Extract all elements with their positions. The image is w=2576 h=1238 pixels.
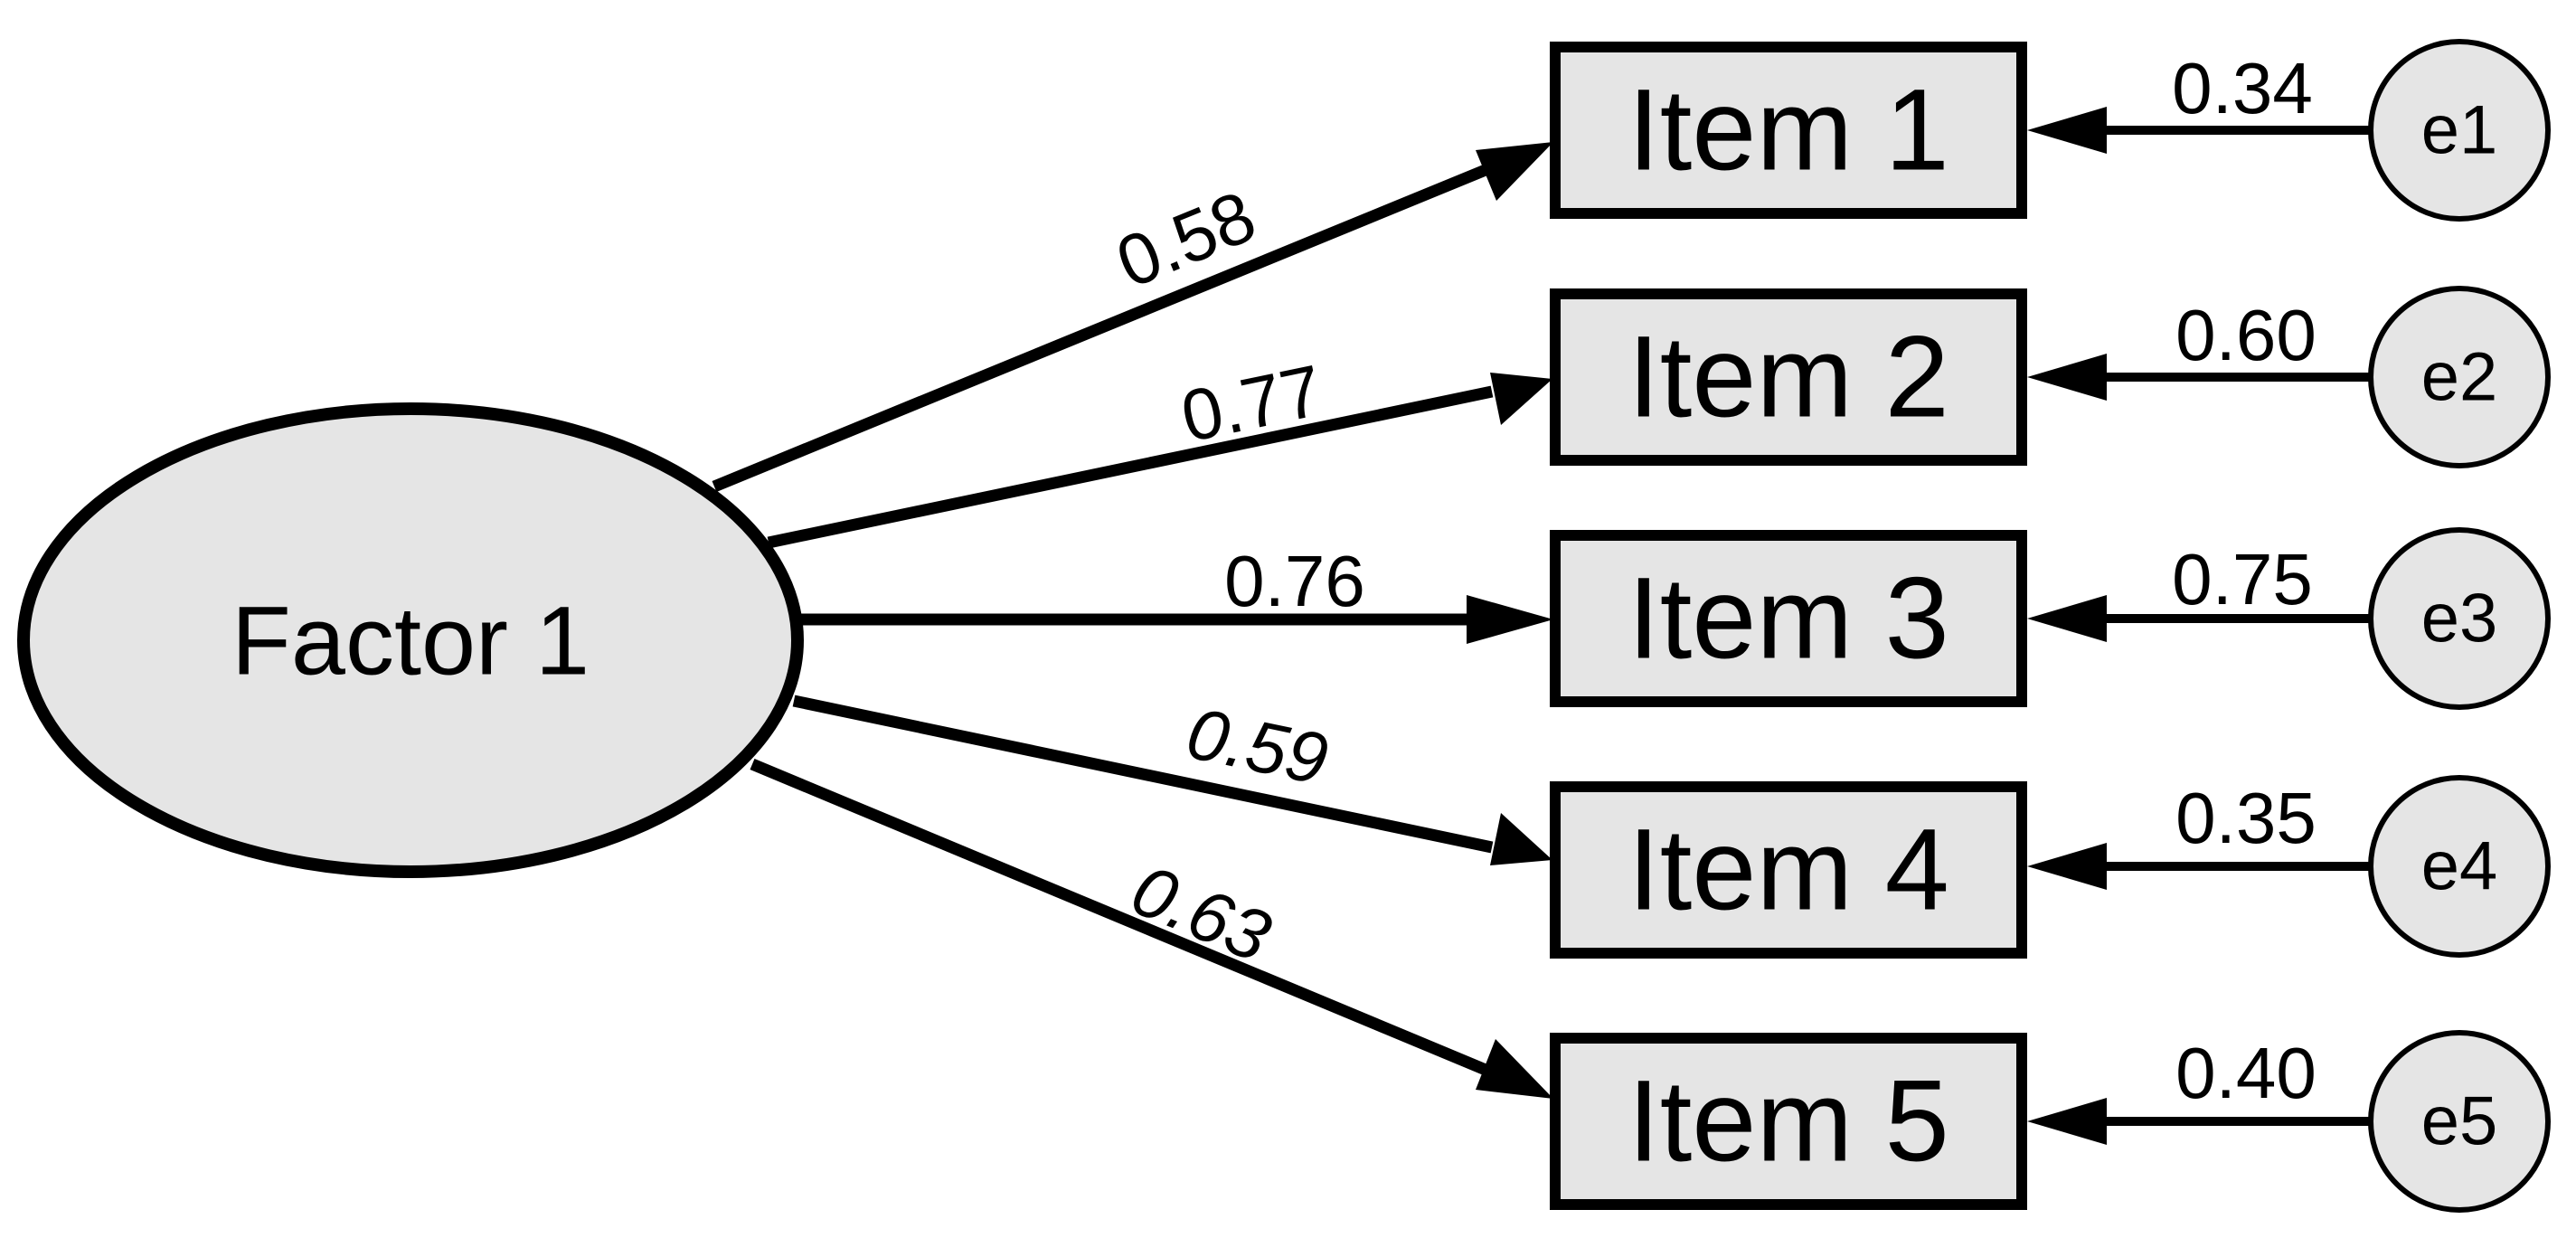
item-label-2: Item 2 — [1628, 313, 1949, 442]
loading-line-2 — [767, 385, 1494, 549]
error-circle-5 — [2368, 1030, 2551, 1213]
error-arrowhead-2 — [2027, 354, 2107, 401]
error-path-3: 0.75 — [2027, 539, 2369, 642]
item-node-1: Item 1 — [1550, 42, 2027, 219]
error-node-3: e3 — [2368, 527, 2551, 710]
error-label-4: e4 — [2421, 828, 2498, 905]
error-label-5: e5 — [2421, 1083, 2498, 1160]
error-value-4: 0.35 — [2175, 778, 2317, 858]
loading-arrowhead-1 — [1476, 142, 1553, 201]
error-node-4: e4 — [2368, 775, 2551, 958]
item-node-4: Item 4 — [1550, 781, 2027, 959]
error-arrowhead-3 — [2027, 595, 2107, 642]
loading-arrowhead-3 — [1467, 595, 1553, 644]
loading-path-3: 0.76 — [797, 541, 1553, 644]
loading-value-2: 0.77 — [1175, 350, 1329, 458]
loading-line-5 — [750, 759, 1499, 1080]
error-circle-4 — [2368, 775, 2551, 958]
error-value-2: 0.60 — [2175, 295, 2317, 375]
error-circle-1 — [2368, 39, 2551, 222]
item-node-3: Item 3 — [1550, 530, 2027, 707]
item-label-3: Item 3 — [1628, 554, 1949, 684]
item-box-2 — [1550, 288, 2027, 466]
loading-path-4: 0.59 — [792, 693, 1552, 865]
factor-label: Factor 1 — [231, 586, 590, 695]
error-arrowhead-5 — [2027, 1098, 2107, 1145]
error-path-2: 0.60 — [2027, 295, 2369, 401]
error-value-3: 0.75 — [2172, 539, 2313, 619]
loading-value-3: 0.76 — [1224, 541, 1365, 621]
error-value-5: 0.40 — [2175, 1033, 2317, 1113]
error-node-1: e1 — [2368, 39, 2551, 222]
error-circle-2 — [2368, 286, 2551, 468]
item-label-5: Item 5 — [1628, 1057, 1949, 1186]
loading-line-1 — [712, 159, 1499, 493]
error-label-3: e3 — [2421, 581, 2498, 657]
error-label-2: e2 — [2421, 339, 2498, 416]
loading-value-1: 0.58 — [1106, 175, 1267, 303]
factor-ellipse — [17, 402, 804, 878]
error-arrowhead-4 — [2027, 843, 2107, 890]
item-box-3 — [1550, 530, 2027, 707]
loading-arrowhead-2 — [1490, 373, 1552, 425]
loading-arrowhead-5 — [1476, 1039, 1553, 1099]
factor-node: Factor 1 — [17, 402, 804, 878]
error-node-2: e2 — [2368, 286, 2551, 468]
error-circle-3 — [2368, 527, 2551, 710]
loading-path-2: 0.77 — [767, 350, 1552, 549]
error-path-5: 0.40 — [2027, 1033, 2369, 1145]
loading-path-1: 0.58 — [712, 142, 1553, 493]
loading-value-5: 0.63 — [1121, 849, 1282, 978]
error-path-1: 0.34 — [2027, 48, 2369, 154]
error-path-4: 0.35 — [2027, 778, 2369, 890]
error-label-1: e1 — [2421, 92, 2498, 169]
loading-arrowhead-4 — [1490, 813, 1552, 865]
loading-line-4 — [792, 695, 1494, 854]
loading-path-5: 0.63 — [750, 759, 1553, 1099]
item-box-5 — [1550, 1033, 2027, 1210]
error-value-1: 0.34 — [2172, 48, 2313, 128]
item-label-4: Item 4 — [1628, 806, 1949, 935]
error-node-5: e5 — [2368, 1030, 2551, 1213]
item-label-1: Item 1 — [1628, 66, 1949, 195]
item-box-1 — [1550, 42, 2027, 219]
item-node-2: Item 2 — [1550, 288, 2027, 466]
item-box-4 — [1550, 781, 2027, 959]
item-node-5: Item 5 — [1550, 1033, 2027, 1210]
error-arrowhead-1 — [2027, 107, 2107, 154]
